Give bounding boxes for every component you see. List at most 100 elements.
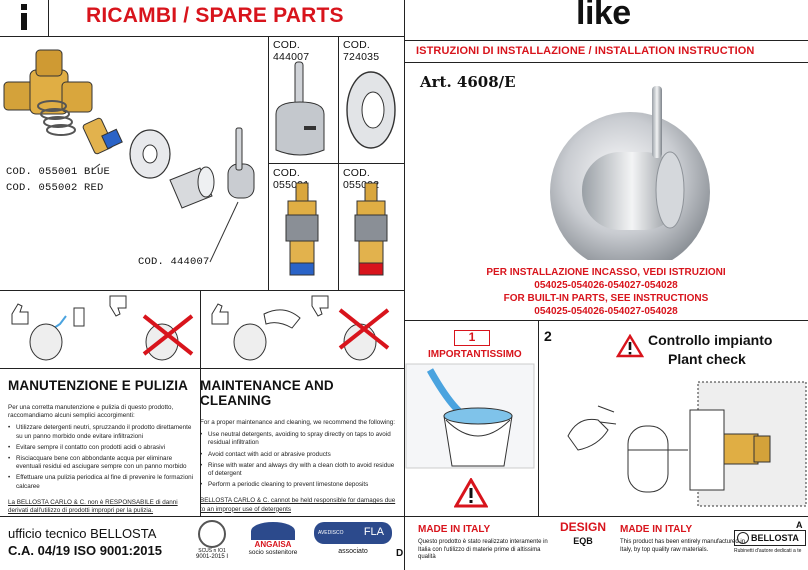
page-letter-a: A xyxy=(796,520,803,530)
list-item: Risciacquare bene con abbondante acqua p… xyxy=(8,455,196,471)
spare-code: COD. 724035 xyxy=(343,39,380,63)
bellosta-mark-icon xyxy=(737,532,749,544)
faucet-icon xyxy=(29,323,63,361)
list-item: Utilizzare detergenti neutri, spruzzando… xyxy=(8,424,196,440)
bellosta-text: BELLOSTA xyxy=(751,533,799,543)
angaisa-text: ANGAISA xyxy=(254,540,292,549)
design-title: DESIGN xyxy=(559,520,606,534)
valve-icon xyxy=(723,433,759,465)
warning-icon xyxy=(616,334,644,358)
thumbs-up-icon xyxy=(211,303,229,325)
step-2-label-it: Controllo impianto xyxy=(648,332,773,348)
faucet-crossed-icon xyxy=(142,314,194,361)
made-in-italy-text: Questo prodotto è stato realizzato inter… xyxy=(418,539,548,560)
step-2-number: 2 xyxy=(544,328,552,344)
plant-check-illustration xyxy=(567,381,807,507)
handle-icon xyxy=(227,127,255,199)
thumbs-down-icon xyxy=(109,295,127,317)
handle-part-icon xyxy=(275,61,325,156)
list-item: Use neutral detergents, avoiding to spra… xyxy=(200,431,396,447)
maintenance-it-disclaimer: La BELLOSTA CARLO & C. non è RESPONSABIL… xyxy=(8,498,178,515)
angaisa-sub: socio sostenitore xyxy=(248,549,298,556)
avedisco-text: AVEDISCO xyxy=(318,530,344,536)
label-cod-red: COD. 055002 RED xyxy=(6,182,104,194)
fla-sub: associato xyxy=(338,548,368,555)
angaisa-mark-icon xyxy=(251,522,295,540)
rosette-part-icon xyxy=(346,71,396,149)
list-item: Rinse with water and always dry with a c… xyxy=(200,462,396,478)
body-icon xyxy=(582,152,682,230)
list-item: Effettuare una pulizia periodica al fine… xyxy=(8,474,196,490)
exploded-view-illustration xyxy=(0,40,268,286)
cloth-icon xyxy=(263,309,301,329)
list-item: Evitare sempre il contatto con prodotti … xyxy=(8,444,196,452)
iso-label: C.A. 04/19 ISO 9001:2015 xyxy=(8,543,162,558)
cleaning-illustration-it xyxy=(4,294,196,366)
maintenance-en-section: MAINTENANCE AND CLEANING For a proper ma… xyxy=(200,378,396,514)
made-in-italy-it: MADE IN ITALY Questo prodotto è stato re… xyxy=(418,524,554,562)
iso-seal-sub: SCUS n IO1 xyxy=(198,548,226,554)
hand-icon xyxy=(567,418,609,451)
spare-code: COD. 444007 xyxy=(273,39,310,63)
installation-subtitle: ISTRUZIONI DI INSTALLAZIONE / INSTALLATI… xyxy=(416,45,755,57)
thumbs-up-icon xyxy=(11,303,29,325)
info-icon xyxy=(16,4,32,30)
spare-part-444007: COD. 444007 xyxy=(268,36,338,163)
maintenance-it-title: MANUTENZIONE E PULIZIA xyxy=(8,378,188,393)
step-2-panel: 2 Controllo impianto Plant check xyxy=(538,320,808,516)
step-1-number: 1 xyxy=(454,330,490,346)
list-item: Avoid contact with acid or abrasive prod… xyxy=(200,451,396,459)
builtin-instructions: PER INSTALLAZIONE INCASSO, VEDI ISTRUZIO… xyxy=(404,266,808,318)
brand-logo: like xyxy=(576,0,631,32)
spare-part-055001: COD. 055001 xyxy=(268,163,338,290)
cleaning-illustration-en xyxy=(204,294,400,366)
cartridge-blue-icon xyxy=(285,182,319,276)
bellosta-logo: BELLOSTA Rubinetti d'autore dedicati a t… xyxy=(734,530,806,566)
design-sub: EQB xyxy=(573,536,593,546)
spare-part-724035: COD. 724035 xyxy=(338,36,404,163)
tech-office-label: ufficio tecnico BELLOSTA xyxy=(8,526,157,541)
made-in-italy-text: This product has been entirely manufactu… xyxy=(620,539,746,553)
label-cod-handle: COD. 444007 xyxy=(138,256,210,268)
step-1-label: IMPORTANTISSIMO xyxy=(428,349,522,360)
fla-text: FLA xyxy=(363,526,384,538)
builtin-line: 054025-054026-054027-054028 xyxy=(534,306,678,317)
maintenance-it-intro: Per una corretta manutenzione e pulizia … xyxy=(8,404,174,420)
sleeve-icon xyxy=(169,166,215,209)
design-credit: DESIGN EQB xyxy=(556,520,610,546)
builtin-line: FOR BUILT-IN PARTS, SEE INSTRUCTIONS xyxy=(503,293,709,304)
iso-cert-logo: SCUS n IO1 9001-2015 I xyxy=(186,520,238,564)
made-in-italy-title: MADE IN ITALY xyxy=(620,524,693,535)
fla-logo: FLA AVEDISCO associato xyxy=(312,520,394,564)
spare-part-055002: COD. 055002 xyxy=(338,163,404,290)
maintenance-en-title: MAINTENANCE AND CLEANING xyxy=(200,378,334,408)
faucet-crossed-icon xyxy=(338,308,390,361)
thumbs-down-icon xyxy=(311,295,329,317)
maintenance-en-intro: For a proper maintenance and cleaning, w… xyxy=(200,419,395,426)
iso-seal-text: 9001-2015 I xyxy=(195,554,229,560)
cartridge-icon xyxy=(82,117,123,155)
list-item: Perform a periodic cleaning to prevent l… xyxy=(200,481,396,489)
warning-icon xyxy=(454,478,488,508)
step-2-label-en: Plant check xyxy=(668,351,746,367)
angaisa-logo: ANGAISA socio sostenitore xyxy=(240,520,306,564)
page-title-spare-parts: RICAMBI / SPARE PARTS xyxy=(86,4,344,27)
iso-seal-icon xyxy=(198,520,226,548)
valve-body-icon xyxy=(3,49,93,136)
rosette-icon xyxy=(129,129,171,179)
cartridge-red-icon xyxy=(354,182,388,276)
maintenance-it-section: MANUTENZIONE E PULIZIA Per una corretta … xyxy=(8,378,196,515)
product-image xyxy=(530,80,710,272)
spray-icon xyxy=(53,307,85,329)
maintenance-en-disclaimer: BELLOSTA CARLO & C. cannot be held respo… xyxy=(200,497,396,513)
sleeve-icon xyxy=(627,425,669,493)
made-in-italy-en: MADE IN ITALY This product has been enti… xyxy=(620,524,754,554)
bellosta-sub: Rubinetti d'autore dedicati a te xyxy=(734,548,802,554)
made-in-italy-title: MADE IN ITALY xyxy=(418,524,491,535)
label-cod-blue: COD. 055001 BLUE xyxy=(6,166,111,178)
builtin-line: PER INSTALLAZIONE INCASSO, VEDI ISTRUZIO… xyxy=(486,267,726,278)
builtin-line: 054025-054026-054027-054028 xyxy=(534,280,678,291)
faucet-icon xyxy=(233,323,267,361)
article-number: Art. 4608/E xyxy=(420,73,516,91)
bucket-illustration xyxy=(405,363,535,469)
